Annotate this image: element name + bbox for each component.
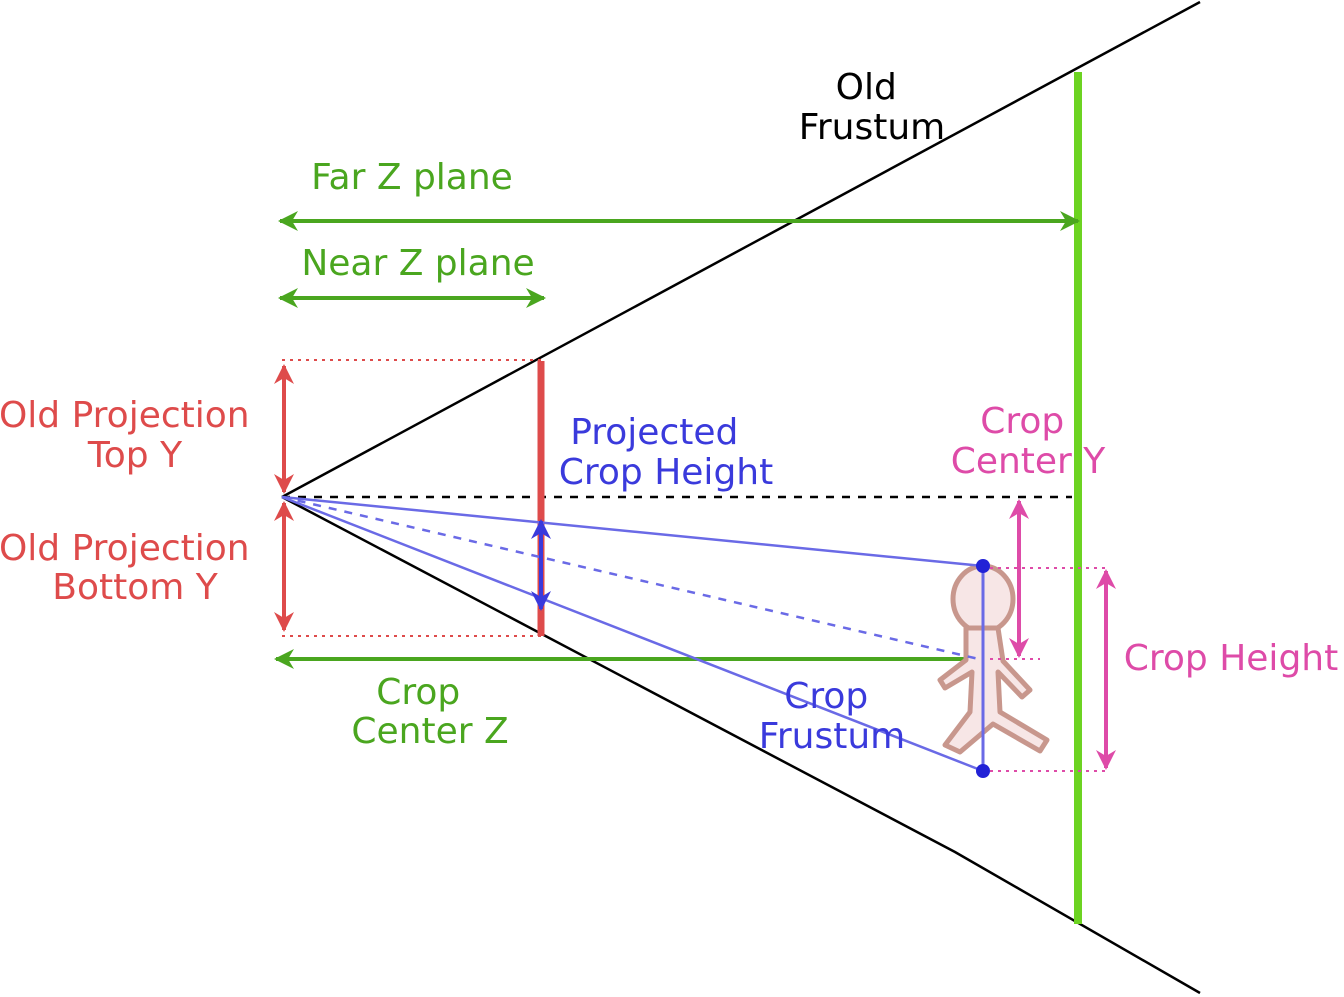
old-projection-top-y-line2: Top Y bbox=[87, 435, 183, 476]
crop-frustum-label: Crop Frustum bbox=[759, 676, 905, 757]
crop-center-z-line2: Center Z bbox=[351, 711, 508, 752]
old-projection-bottom-y-label: Old Projection Bottom Y bbox=[0, 528, 261, 608]
old-projection-bottom-y-line1: Old Projection bbox=[0, 528, 250, 569]
old-frustum-label-line1: Old bbox=[836, 67, 897, 108]
crop-height-label: Crop Height bbox=[1124, 638, 1338, 679]
old-projection-bottom-y-line2: Bottom Y bbox=[52, 567, 218, 608]
crop-bottom-point bbox=[976, 764, 990, 778]
crop-center-z-label: Crop Center Z bbox=[351, 672, 508, 752]
crop-frustum-line1: Crop bbox=[784, 676, 868, 717]
crop-center-y-line1: Crop bbox=[980, 401, 1064, 442]
projected-crop-height-label: Projected Crop Height bbox=[559, 412, 773, 493]
crop-center-y-line2: Center Y bbox=[951, 441, 1107, 482]
projected-crop-height-line1: Projected bbox=[570, 412, 738, 453]
near-z-plane-label: Near Z plane bbox=[301, 243, 534, 284]
crop-frustum-bottom-line bbox=[281, 495, 984, 773]
old-frustum-top-edge bbox=[281, 0, 1201, 499]
crop-top-point bbox=[976, 559, 990, 573]
crop-frustum-line2: Frustum bbox=[759, 716, 905, 757]
crop-frustum-top-line bbox=[281, 495, 984, 568]
old-projection-top-y-label: Old Projection Top Y bbox=[0, 395, 261, 476]
old-frustum-label-line2: Frustum bbox=[799, 107, 945, 148]
projected-crop-height-line2: Crop Height bbox=[559, 452, 773, 493]
crop-center-y-label: Crop Center Y bbox=[951, 401, 1107, 482]
old-projection-top-y-line1: Old Projection bbox=[0, 395, 250, 436]
old-frustum-label: Old Frustum bbox=[799, 67, 945, 148]
far-z-plane-label: Far Z plane bbox=[311, 157, 513, 198]
old-frustum-bottom-edge bbox=[281, 495, 1201, 995]
crop-center-z-line1: Crop bbox=[376, 672, 460, 713]
crop-center-ray-dashed bbox=[281, 495, 984, 662]
